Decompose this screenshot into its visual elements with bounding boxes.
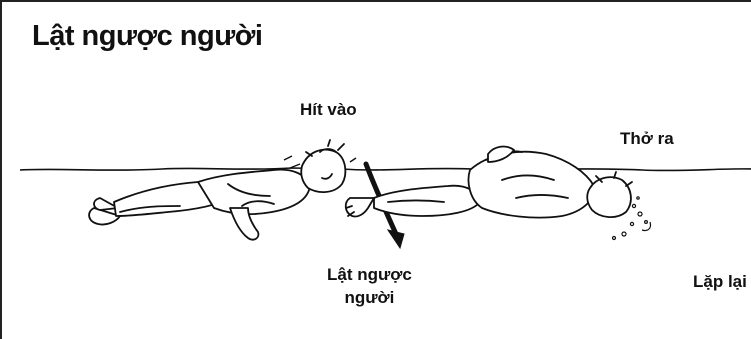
label-flip-over: Lật ngược người — [327, 263, 412, 309]
label-inhale: Hít vào — [300, 98, 357, 121]
swimmer-face-down — [346, 147, 632, 218]
label-repeat: Lặp lại — [693, 270, 747, 293]
water-line — [20, 168, 751, 171]
label-flip-line2: người — [327, 286, 412, 309]
label-exhale: Thở ra — [620, 127, 674, 150]
label-flip-line1: Lật ngược — [327, 263, 412, 286]
swimmer-back-float — [89, 140, 345, 240]
